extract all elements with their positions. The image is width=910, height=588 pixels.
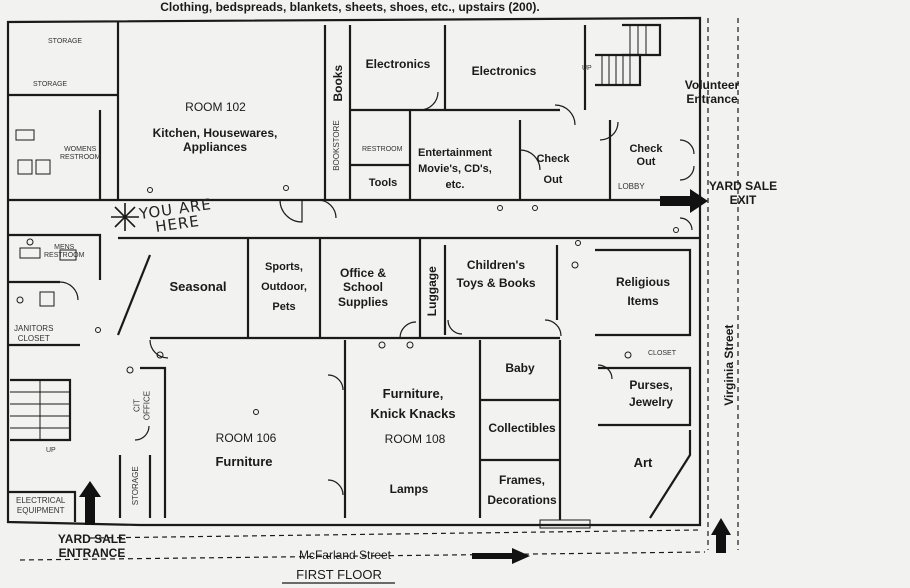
storage-2-label: STORAGE	[33, 81, 68, 88]
mcfarland-arrow-icon	[472, 548, 530, 564]
furniture-knick-knacks-label: Furniture, Knick Knacks	[370, 386, 456, 421]
wall-purses	[598, 366, 692, 427]
mcfarland-street-line	[89, 529, 699, 539]
electronics-1-label: Electronics	[365, 57, 431, 71]
mens-restroom-label: MENS RESTROOM	[44, 244, 85, 260]
seasonal-label: Seasonal	[169, 279, 227, 294]
wall-mens-restroom	[8, 233, 102, 280]
art-label: Art	[633, 455, 653, 470]
checkout-2-label: Check Out	[629, 143, 663, 169]
religious-items-label: Religious Items	[615, 275, 670, 309]
baby-label: Baby	[505, 361, 535, 375]
tools-label: Tools	[368, 177, 398, 189]
wall-seasonal-left	[116, 254, 152, 336]
entertainment-label: Entertainment Movie's, CD's, etc.	[418, 147, 492, 191]
sports-label: Sports, Outdoor, Pets	[261, 261, 307, 313]
wall-art-right	[649, 430, 692, 519]
childrens-label: Children's Toys & Books	[456, 258, 536, 290]
stairs-right	[595, 53, 642, 87]
virginia-street-label: Virginia Street	[721, 324, 736, 406]
room-102-label: ROOM 102	[185, 100, 246, 114]
lamps-label: Lamps	[389, 482, 429, 496]
room-106-label: ROOM 106	[215, 431, 277, 445]
yard-sale-entrance-label: YARD SALE ENTRANCE	[57, 532, 127, 561]
outer-wall	[6, 16, 702, 527]
yard-sale-exit-label: YARD SALE EXIT	[708, 179, 778, 208]
electrical-equipment-label: ELECTRICAL EQUIPMENT	[16, 496, 66, 515]
wall-electrical	[8, 490, 77, 522]
luggage-label: Luggage	[424, 266, 439, 317]
stairs-up-label-2: UP	[582, 65, 592, 72]
exit-arrow-icon	[660, 189, 708, 213]
storage-3-label: STORAGE	[131, 466, 141, 506]
stairs-up-label: UP	[46, 447, 56, 454]
janitors-closet-label: JANITORS CLOSET	[14, 324, 54, 343]
virginia-arrow-icon	[711, 518, 731, 553]
womens-restroom-label: WOMENS RESTROOM	[60, 146, 101, 162]
books-label: Books	[330, 64, 345, 102]
purses-jewelry-label: Purses, Jewelry	[628, 378, 674, 410]
stairs-top	[622, 23, 662, 57]
wall-cit-office	[140, 366, 167, 518]
frames-decorations-label: Frames, Decorations	[487, 473, 557, 507]
you-are-here-marker	[111, 203, 139, 231]
closet-label: CLOSET	[648, 350, 677, 357]
furniture-label: Furniture	[215, 454, 273, 469]
office-supplies-label: Office & School Supplies	[337, 266, 388, 309]
volunteer-entrance-label: Volunteer Entrance	[684, 78, 740, 107]
room-108-label: ROOM 108	[384, 432, 446, 446]
floor-title: FIRST FLOOR	[296, 567, 382, 582]
header-note: Clothing, bedspreads, blankets, sheets, …	[160, 0, 540, 14]
entrance-arrow-icon	[79, 481, 101, 525]
mcfarland-street-label: McFarland Street	[298, 548, 392, 562]
electronics-2-label: Electronics	[471, 64, 537, 78]
restroom-label: RESTROOM	[362, 146, 403, 153]
lobby-label: LOBBY	[618, 182, 645, 191]
collectibles-label: Collectibles	[488, 421, 556, 435]
storage-top-label: STORAGE	[48, 38, 83, 45]
bookstore-label: BOOKSTORE	[332, 120, 342, 171]
wall-religious	[595, 248, 692, 337]
cit-office-label: CIT OFFICE	[132, 390, 151, 421]
mcfarland-street-line-2	[19, 551, 706, 561]
kitchen-label: Kitchen, Housewares, Appliances	[152, 126, 278, 155]
checkout-1-label: Check Out	[536, 153, 570, 186]
